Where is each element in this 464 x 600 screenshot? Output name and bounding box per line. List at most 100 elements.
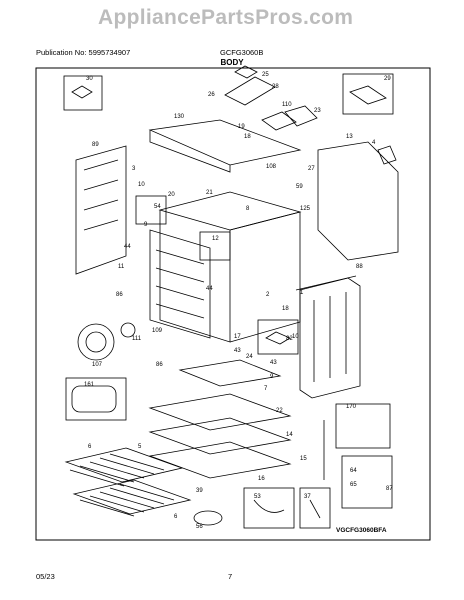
callout-125: 125 xyxy=(300,206,311,212)
callout-10: 10 xyxy=(138,182,145,188)
callout-110: 110 xyxy=(282,102,292,108)
callout-28: 28 xyxy=(272,84,279,90)
diagram-code: VGCFG3060BFA xyxy=(336,527,387,534)
callout-4: 4 xyxy=(372,140,376,146)
callout-108: 108 xyxy=(266,164,277,170)
callout-54: 54 xyxy=(154,204,161,210)
part-22-frame xyxy=(148,393,292,431)
callout-37: 37 xyxy=(304,494,311,500)
callout-107: 107 xyxy=(92,362,103,368)
part-108-motor xyxy=(261,111,297,131)
callout-64: 64 xyxy=(350,468,357,474)
callout-59: 59 xyxy=(296,184,303,190)
callout-130: 130 xyxy=(174,114,185,120)
inset-box-170 xyxy=(335,403,391,449)
callout-170: 170 xyxy=(346,404,357,410)
part-130-top-cover xyxy=(148,119,302,166)
callout-56: 56 xyxy=(196,524,203,530)
callout-8: 8 xyxy=(246,206,250,212)
callout-43: 43 xyxy=(270,360,277,366)
callout-65: 65 xyxy=(350,482,357,488)
callout-86: 86 xyxy=(116,292,123,298)
rack-upper-wires xyxy=(69,453,165,487)
cavity-right-face xyxy=(229,211,301,343)
page-number: 7 xyxy=(228,572,233,581)
part-29-shape xyxy=(349,85,387,105)
callout-6: 6 xyxy=(88,444,92,450)
callout-15: 15 xyxy=(300,456,307,462)
callout-87: 87 xyxy=(386,486,393,492)
callout-20: 20 xyxy=(168,192,175,198)
publication-number: Publication No: 5995734907 xyxy=(36,48,131,57)
callout-9: 9 xyxy=(144,222,148,228)
callout-9: 9 xyxy=(270,374,274,380)
callout-89: 89 xyxy=(92,142,99,148)
diagram-frame xyxy=(35,67,431,541)
section-title: BODY xyxy=(220,58,244,67)
part-14-frame xyxy=(148,417,292,455)
part-4-plate xyxy=(377,145,397,165)
callout-44: 44 xyxy=(206,286,213,292)
panel-10-ribs xyxy=(313,292,347,382)
part-7-trim xyxy=(295,275,357,291)
part-109-fan-blade xyxy=(120,322,136,338)
cavity-left-face xyxy=(159,210,231,343)
callout-111: 111 xyxy=(132,336,142,342)
callout-1: 1 xyxy=(300,290,304,296)
part-107-fan-inner xyxy=(85,331,107,353)
part-28-bracket xyxy=(224,76,276,106)
inset-box-53 xyxy=(243,487,295,529)
callout-11: 11 xyxy=(118,264,125,270)
part-107-fan-housing xyxy=(77,323,115,361)
inset-box-64-65-87 xyxy=(341,455,393,509)
panel-89-ribs xyxy=(83,159,119,231)
callout-27: 27 xyxy=(308,166,315,172)
callout-18: 18 xyxy=(244,134,251,140)
page-header: AppliancePartsPros.com Publication No: 5… xyxy=(0,0,464,67)
watermark-logo: AppliancePartsPros.com xyxy=(98,6,354,29)
inset-box-37 xyxy=(299,487,331,529)
callout-53: 53 xyxy=(254,494,261,500)
callout-14: 14 xyxy=(286,432,293,438)
callout-18: 18 xyxy=(282,306,289,312)
callout-30: 30 xyxy=(86,76,93,82)
callout-13: 13 xyxy=(346,134,353,140)
callout-82: 82 xyxy=(286,336,293,342)
callout-2: 2 xyxy=(266,292,270,298)
inset-box-30 xyxy=(63,75,103,111)
callout-12: 12 xyxy=(212,236,219,242)
inset-box-12 xyxy=(199,231,231,261)
part-53-wire xyxy=(253,499,285,513)
part-82-shape xyxy=(265,331,291,345)
inset-box-54 xyxy=(135,195,167,225)
part-24-tray xyxy=(178,359,282,387)
part-6-rack-lower xyxy=(72,479,192,515)
callout-88: 88 xyxy=(356,264,363,270)
part-16-base xyxy=(148,441,292,479)
callout-26: 26 xyxy=(208,92,215,98)
cavity-opening xyxy=(149,229,211,339)
callout-5: 5 xyxy=(138,444,142,450)
part-30-shape xyxy=(71,85,93,99)
callout-161: 161 xyxy=(84,382,95,388)
callout-44: 44 xyxy=(124,244,131,250)
callout-23: 23 xyxy=(314,108,321,114)
callout-39: 39 xyxy=(196,488,203,494)
inset-box-161 xyxy=(65,377,127,421)
callout-3: 3 xyxy=(132,166,136,172)
part-13-rear-panel xyxy=(317,141,399,261)
callout-22: 22 xyxy=(276,408,283,414)
callout-7: 7 xyxy=(264,386,268,392)
callout-21: 21 xyxy=(206,190,213,196)
cavity-top xyxy=(158,191,302,231)
callout-16: 16 xyxy=(258,476,265,482)
callout-24: 24 xyxy=(246,354,253,360)
callout-86: 86 xyxy=(156,362,163,368)
part-39-element xyxy=(193,510,223,526)
part-161-window xyxy=(71,385,117,413)
callout-19: 19 xyxy=(238,124,245,130)
part-130-side xyxy=(149,130,231,173)
part-37-probe xyxy=(309,499,321,519)
